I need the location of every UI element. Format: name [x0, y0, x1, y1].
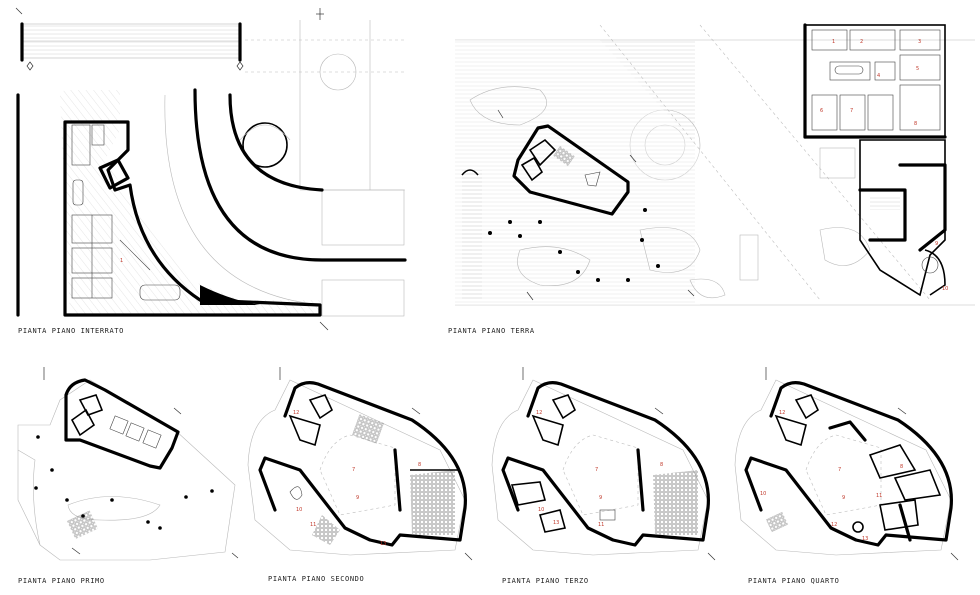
- svg-text:5: 5: [916, 66, 919, 72]
- svg-text:9: 9: [356, 495, 359, 501]
- svg-text:11: 11: [310, 522, 316, 528]
- svg-text:7: 7: [850, 108, 853, 114]
- svg-text:2: 2: [860, 39, 863, 45]
- plan-label-terzo: PIANTA PIANO TERZO: [502, 577, 589, 585]
- svg-text:11: 11: [876, 493, 882, 499]
- svg-text:9: 9: [599, 495, 602, 501]
- svg-text:6: 6: [820, 108, 823, 114]
- plan-quarto: 12 7 8 9 10 11 12 13: [734, 367, 959, 561]
- svg-text:8: 8: [660, 462, 663, 468]
- svg-text:3: 3: [918, 39, 921, 45]
- svg-text:9: 9: [935, 241, 938, 247]
- svg-text:12: 12: [779, 410, 785, 416]
- plan-label-primo: PIANTA PIANO PRIMO: [18, 577, 105, 585]
- svg-text:12: 12: [536, 410, 542, 416]
- svg-text:11: 11: [598, 522, 604, 528]
- plan-interrato: 1: [15, 7, 407, 331]
- svg-text:13: 13: [553, 520, 559, 526]
- svg-text:1: 1: [832, 39, 835, 45]
- svg-text:7: 7: [838, 467, 841, 473]
- svg-text:13: 13: [380, 541, 386, 547]
- svg-text:10: 10: [760, 491, 766, 497]
- svg-text:8: 8: [418, 462, 421, 468]
- svg-text:7: 7: [352, 467, 355, 473]
- plan-secondo: 12 7 8 9 10 11 13: [247, 367, 473, 561]
- svg-text:1: 1: [120, 258, 123, 264]
- svg-text:10: 10: [296, 507, 302, 513]
- svg-text:9: 9: [842, 495, 845, 501]
- svg-text:10: 10: [538, 507, 544, 513]
- svg-text:7: 7: [595, 467, 598, 473]
- plan-label-terra: PIANTA PIANO TERRA: [448, 327, 535, 335]
- svg-text:8: 8: [914, 121, 917, 127]
- svg-text:12: 12: [831, 522, 837, 528]
- plan-label-quarto: PIANTA PIANO QUARTO: [748, 577, 840, 585]
- plan-label-secondo: PIANTA PIANO SECONDO: [268, 575, 365, 583]
- svg-text:4: 4: [877, 73, 880, 79]
- svg-text:10: 10: [942, 286, 948, 292]
- svg-text:12: 12: [293, 410, 299, 416]
- plan-terra: 1 2 3 4 5 6 7 8 9 10: [455, 23, 975, 306]
- svg-text:8: 8: [900, 464, 903, 470]
- plan-terzo: 12 7 8 9 10 11 13: [491, 367, 716, 561]
- plan-label-interrato: PIANTA PIANO INTERRATO: [18, 327, 124, 335]
- plan-primo: [17, 367, 239, 561]
- svg-text:13: 13: [862, 536, 868, 542]
